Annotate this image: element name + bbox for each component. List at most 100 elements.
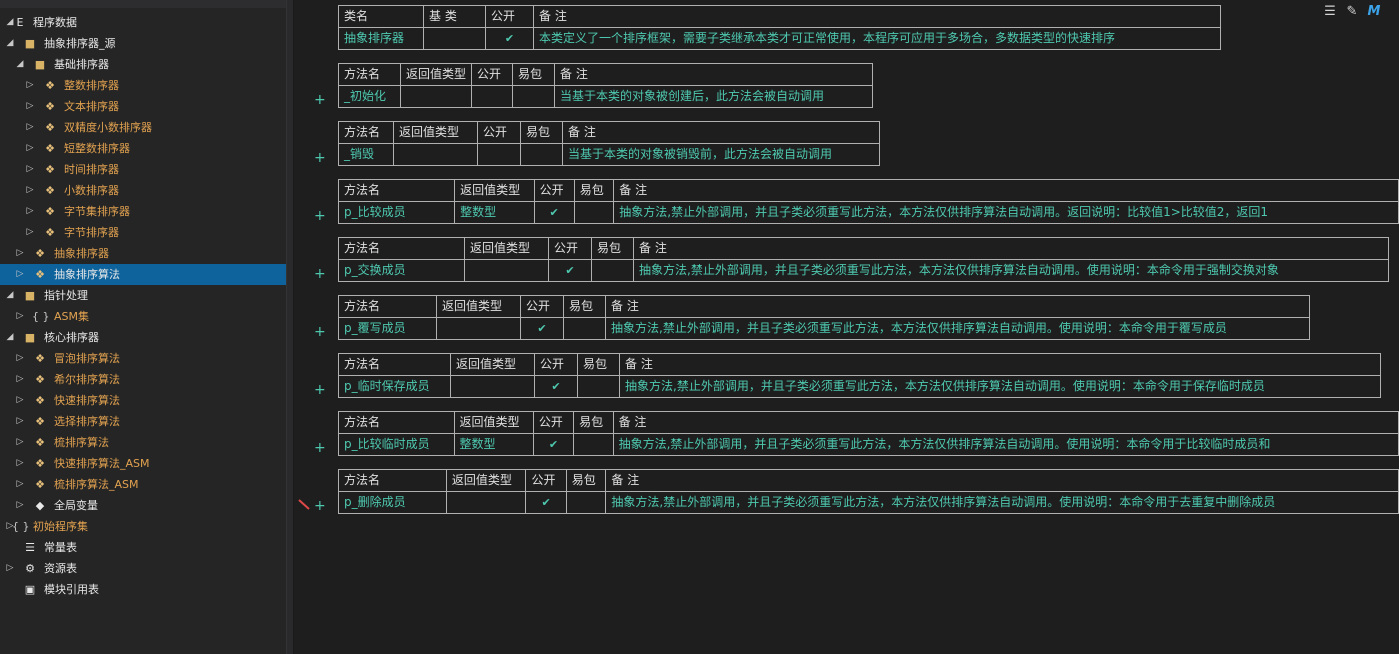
tree-item[interactable]: ▷❖字节集排序器 (0, 201, 286, 222)
tree-item[interactable]: ▷❖快速排序算法_ASM (0, 453, 286, 474)
expanded-arrow-icon[interactable]: ◢ (16, 59, 24, 69)
public-check[interactable]: ✔ (525, 491, 567, 514)
public-check[interactable]: ✔ (520, 317, 564, 340)
tree-item[interactable]: ▷❖双精度小数排序器 (0, 117, 286, 138)
collapsed-arrow-icon[interactable]: ▷ (16, 500, 24, 510)
method-note-cell[interactable]: 抽象方法,禁止外部调用，并且子类必须重写此方法，本方法仅供排序算法自动调用。使用… (619, 375, 1381, 398)
tree-item[interactable]: ▷❖时间排序器 (0, 159, 286, 180)
collapsed-arrow-icon[interactable]: ▷ (26, 122, 34, 132)
return-type-cell[interactable] (393, 143, 478, 166)
tree-item[interactable]: ▷{ }初始程序集 (0, 516, 286, 537)
expand-method-icon[interactable]: + (314, 324, 326, 340)
easy-pack-check[interactable] (563, 317, 606, 340)
expand-method-icon[interactable]: + (314, 266, 326, 282)
tree-item[interactable]: ▷❖小数排序器 (0, 180, 286, 201)
collapsed-arrow-icon[interactable]: ▷ (16, 395, 24, 405)
edit-icon[interactable]: ✎ (1346, 4, 1358, 19)
collapsed-arrow-icon[interactable]: ▷ (16, 437, 24, 447)
tree-item[interactable]: ☰常量表 (0, 537, 286, 558)
tree-item[interactable]: ▷❖梳排序算法 (0, 432, 286, 453)
tree-item[interactable]: ▷❖抽象排序器 (0, 243, 286, 264)
return-type-cell[interactable] (399, 85, 473, 108)
easy-pack-check[interactable] (520, 143, 563, 166)
collapsed-arrow-icon[interactable]: ▷ (16, 416, 24, 426)
tree-item[interactable]: ▷❖选择排序算法 (0, 411, 286, 432)
expanded-arrow-icon[interactable]: ◢ (6, 38, 14, 48)
tree-item[interactable]: ▷❖整数排序器 (0, 75, 286, 96)
tree-item[interactable]: ◢■指针处理 (0, 285, 286, 306)
method-note-cell[interactable]: 抽象方法,禁止外部调用，并且子类必须重写此方法，本方法仅供排序算法自动调用。使用… (633, 259, 1389, 282)
easy-pack-check[interactable] (565, 491, 607, 514)
public-check[interactable] (477, 143, 521, 166)
mz-icon[interactable]: M (1367, 4, 1381, 19)
method-note-cell[interactable]: 抽象方法,禁止外部调用，并且子类必须重写此方法，本方法仅供排序算法自动调用。使用… (605, 491, 1399, 514)
public-check[interactable] (471, 85, 514, 108)
tree-item[interactable]: ▷❖冒泡排序算法 (0, 348, 286, 369)
method-name-cell[interactable]: p_比较临时成员 (338, 433, 455, 456)
collapsed-arrow-icon[interactable]: ▷ (16, 353, 24, 363)
tree-item[interactable]: ▷❖希尔排序算法 (0, 369, 286, 390)
expand-method-icon[interactable]: + (314, 440, 326, 456)
public-check[interactable]: ✔ (548, 259, 592, 282)
tree-item[interactable]: ▷◆全局变量 (0, 495, 286, 516)
tree-item[interactable]: ▷❖快速排序算法 (0, 390, 286, 411)
expanded-arrow-icon[interactable]: ◢ (6, 290, 14, 300)
expand-method-icon[interactable]: + (314, 498, 326, 514)
method-name-cell[interactable]: _销毁 (338, 143, 394, 166)
public-check[interactable]: ✔ (532, 433, 575, 456)
tree-item[interactable]: ▣模块引用表 (0, 579, 286, 600)
tree-item[interactable]: ▷⚙资源表 (0, 558, 286, 579)
easy-pack-check[interactable] (591, 259, 634, 282)
base-class-cell[interactable] (423, 27, 486, 50)
class-note-cell[interactable]: 本类定义了一个排序框架，需要子类继承本类才可正常使用，本程序可应用于多场合，多数… (533, 27, 1221, 50)
method-name-cell[interactable]: p_临时保存成员 (338, 375, 451, 398)
collapsed-arrow-icon[interactable]: ▷ (26, 227, 34, 237)
easy-pack-check[interactable] (512, 85, 556, 108)
expand-method-icon[interactable]: + (314, 150, 326, 166)
collapsed-arrow-icon[interactable]: ▷ (16, 269, 24, 279)
easy-pack-check[interactable] (573, 433, 614, 456)
collapsed-arrow-icon[interactable]: ▷ (26, 206, 34, 216)
method-note-cell[interactable]: 当基于本类的对象被销毁前，此方法会被自动调用 (562, 143, 880, 166)
method-name-cell[interactable]: _初始化 (338, 85, 401, 108)
tree-item[interactable]: ▷{ }ASM集 (0, 306, 286, 327)
class-name-cell[interactable]: 抽象排序器 (338, 27, 424, 50)
collapsed-arrow-icon[interactable]: ▷ (6, 521, 14, 531)
tree-item[interactable]: ▷❖抽象排序算法 (0, 264, 286, 285)
tree-item[interactable]: ◢■核心排序器 (0, 327, 286, 348)
expand-method-icon[interactable]: + (314, 208, 326, 224)
collapsed-arrow-icon[interactable]: ▷ (16, 458, 24, 468)
collapsed-arrow-icon[interactable]: ▷ (16, 479, 24, 489)
collapsed-arrow-icon[interactable]: ▷ (16, 311, 24, 321)
tree-item[interactable]: ◢■基础排序器 (0, 54, 286, 75)
return-type-cell[interactable] (436, 317, 521, 340)
tree-item[interactable]: ▷❖梳排序算法_ASM (0, 474, 286, 495)
expanded-arrow-icon[interactable]: ◢ (6, 332, 14, 342)
collapsed-arrow-icon[interactable]: ▷ (26, 143, 34, 153)
collapsed-arrow-icon[interactable]: ▷ (6, 563, 14, 573)
expanded-arrow-icon[interactable]: ◢ (6, 17, 14, 27)
easy-pack-check[interactable] (577, 375, 620, 398)
method-name-cell[interactable]: p_删除成员 (338, 491, 447, 514)
tree-item[interactable]: ▷❖短整数排序器 (0, 138, 286, 159)
return-type-cell[interactable] (450, 375, 535, 398)
tree-item[interactable]: ◢■抽象排序器_源 (0, 33, 286, 54)
format-icon[interactable]: ☰ (1324, 4, 1336, 19)
collapsed-arrow-icon[interactable]: ▷ (26, 80, 34, 90)
expand-method-icon[interactable]: + (314, 92, 326, 108)
method-name-cell[interactable]: p_交换成员 (338, 259, 465, 282)
method-note-cell[interactable]: 抽象方法,禁止外部调用，并且子类必须重写此方法，本方法仅供排序算法自动调用。返回… (613, 201, 1399, 224)
collapsed-arrow-icon[interactable]: ▷ (16, 374, 24, 384)
tree-item[interactable]: ▷❖字节排序器 (0, 222, 286, 243)
method-note-cell[interactable]: 当基于本类的对象被创建后，此方法会被自动调用 (554, 85, 874, 108)
return-type-cell[interactable]: 整数型 (453, 433, 534, 456)
return-type-cell[interactable] (464, 259, 549, 282)
method-name-cell[interactable]: p_比较成员 (337, 201, 456, 224)
public-check[interactable]: ✔ (534, 375, 578, 398)
public-check[interactable]: ✔ (485, 27, 534, 50)
collapsed-arrow-icon[interactable]: ▷ (16, 248, 24, 258)
method-note-cell[interactable]: 抽象方法,禁止外部调用，并且子类必须重写此方法，本方法仅供排序算法自动调用。使用… (605, 317, 1310, 340)
method-name-cell[interactable]: p_覆写成员 (338, 317, 437, 340)
collapsed-arrow-icon[interactable]: ▷ (26, 185, 34, 195)
